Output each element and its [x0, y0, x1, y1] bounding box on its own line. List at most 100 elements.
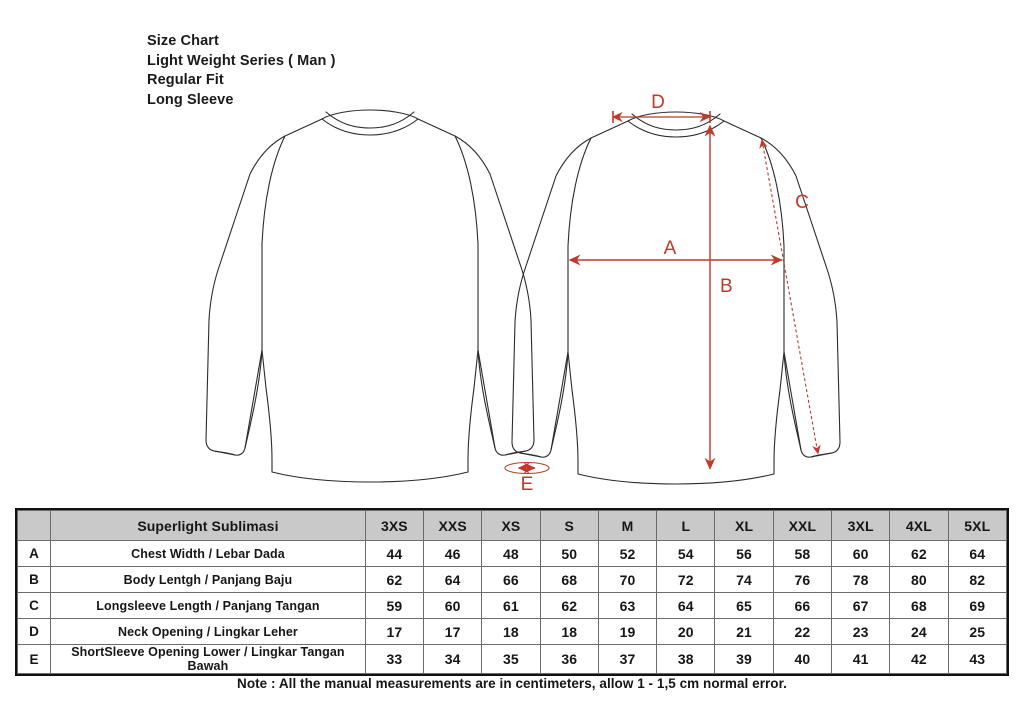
header-size-5xl: 5XL [947, 510, 1008, 541]
dimension-label-c: C [795, 192, 809, 213]
cell-b-xxl: 76 [772, 566, 832, 593]
table-row: B Body Lentgh / Panjang Baju 62 64 66 68… [16, 566, 1008, 593]
cell-e-xxl: 40 [772, 644, 832, 674]
cell-b-xs: 66 [481, 566, 541, 593]
cell-d-l: 20 [656, 618, 716, 645]
cell-d-xl: 21 [714, 618, 774, 645]
header-key-corner [16, 510, 52, 541]
table-header-row: Superlight Sublimasi 3XS XXS XS S M L XL… [16, 510, 1008, 541]
cell-a-3xl: 60 [830, 540, 891, 567]
dimension-a: A [568, 238, 783, 266]
header-product-name: Superlight Sublimasi [50, 510, 366, 541]
title-line-fit: Regular Fit [147, 72, 224, 88]
title-line-size-chart: Size Chart [147, 33, 219, 49]
header-size-xs: XS [481, 510, 541, 541]
cell-c-4xl: 68 [889, 592, 949, 619]
cell-b-m: 70 [597, 566, 658, 593]
dimension-d: D [611, 92, 711, 123]
table-row: C Longsleeve Length / Panjang Tangan 59 … [16, 592, 1008, 619]
cell-b-3xs: 62 [364, 566, 425, 593]
dimension-b: B [704, 124, 733, 470]
header-size-3xs: 3XS [364, 510, 425, 541]
cell-e-xl: 39 [714, 644, 774, 674]
table-row: E ShortSleeve Opening Lower / Lingkar Ta… [16, 644, 1008, 674]
cell-b-5xl: 82 [947, 566, 1008, 593]
cell-b-xl: 74 [714, 566, 774, 593]
row-key-c: C [16, 592, 52, 619]
cell-c-3xl: 67 [830, 592, 891, 619]
cell-c-xs: 61 [481, 592, 541, 619]
cell-a-xl: 56 [714, 540, 774, 567]
cell-a-3xs: 44 [364, 540, 425, 567]
row-desc-a: Chest Width / Lebar Dada [50, 540, 366, 567]
dimension-c: C [759, 138, 821, 455]
cell-d-s: 18 [539, 618, 599, 645]
cell-b-4xl: 80 [889, 566, 949, 593]
measurement-note: Note : All the manual measurements are i… [237, 676, 787, 691]
size-table-container: Superlight Sublimasi 3XS XXS XS S M L XL… [15, 508, 1009, 676]
cell-c-3xs: 59 [364, 592, 425, 619]
cell-d-xs: 18 [481, 618, 541, 645]
cell-e-xs: 35 [481, 644, 541, 674]
cell-e-3xl: 41 [830, 644, 891, 674]
cell-d-xxs: 17 [423, 618, 483, 645]
header-size-l: L [656, 510, 716, 541]
header-size-s: S [539, 510, 599, 541]
garment-diagram: D A B C E [0, 88, 1024, 496]
back-view-garment [205, 109, 535, 483]
header-size-xxs: XXS [423, 510, 483, 541]
cell-a-5xl: 64 [947, 540, 1008, 567]
cell-d-3xs: 17 [364, 618, 425, 645]
cell-d-xxl: 22 [772, 618, 832, 645]
header-size-xl: XL [714, 510, 774, 541]
cell-b-l: 72 [656, 566, 716, 593]
cell-b-xxs: 64 [423, 566, 483, 593]
row-desc-d: Neck Opening / Lingkar Leher [50, 618, 366, 645]
cell-a-xxl: 58 [772, 540, 832, 567]
table-row: D Neck Opening / Lingkar Leher 17 17 18 … [16, 618, 1008, 645]
cell-a-m: 52 [597, 540, 658, 567]
cell-e-s: 36 [539, 644, 599, 674]
cell-b-3xl: 78 [830, 566, 891, 593]
front-view-garment [511, 111, 841, 485]
cell-c-xxs: 60 [423, 592, 483, 619]
cell-e-l: 38 [656, 644, 716, 674]
cell-b-s: 68 [539, 566, 599, 593]
title-line-series: Light Weight Series ( Man ) [147, 52, 336, 69]
header-size-4xl: 4XL [889, 510, 949, 541]
cell-c-xxl: 66 [772, 592, 832, 619]
cell-d-3xl: 23 [830, 618, 891, 645]
dimension-e: E [504, 461, 550, 495]
title-line-sleeve: Long Sleeve [147, 91, 234, 108]
dimension-label-b: B [720, 276, 733, 297]
cell-e-3xs: 33 [364, 644, 425, 674]
row-desc-e: ShortSleeve Opening Lower / Lingkar Tang… [50, 644, 366, 674]
cell-d-5xl: 25 [947, 618, 1008, 645]
title-block: Size Chart Light Weight Series ( Man ) R… [147, 32, 336, 110]
dimension-label-e: E [521, 474, 534, 495]
cell-d-4xl: 24 [889, 618, 949, 645]
cell-a-xs: 48 [481, 540, 541, 567]
dimension-label-d: D [651, 92, 665, 113]
row-desc-b: Body Lentgh / Panjang Baju [50, 566, 366, 593]
dimension-label-a: A [664, 238, 677, 259]
table-row: A Chest Width / Lebar Dada 44 46 48 50 5… [16, 540, 1008, 567]
cell-e-5xl: 43 [947, 644, 1008, 674]
row-key-a: A [16, 540, 52, 567]
cell-a-s: 50 [539, 540, 599, 567]
cell-a-l: 54 [656, 540, 716, 567]
cell-c-5xl: 69 [947, 592, 1008, 619]
header-size-m: M [597, 510, 658, 541]
cell-d-m: 19 [597, 618, 658, 645]
cell-c-s: 62 [539, 592, 599, 619]
cell-e-4xl: 42 [889, 644, 949, 674]
cell-c-xl: 65 [714, 592, 774, 619]
cell-c-m: 63 [597, 592, 658, 619]
header-size-3xl: 3XL [830, 510, 891, 541]
cell-e-xxs: 34 [423, 644, 483, 674]
cell-c-l: 64 [656, 592, 716, 619]
size-chart-table: Superlight Sublimasi 3XS XXS XS S M L XL… [15, 508, 1009, 676]
row-desc-c: Longsleeve Length / Panjang Tangan [50, 592, 366, 619]
header-size-xxl: XXL [772, 510, 832, 541]
cell-a-4xl: 62 [889, 540, 949, 567]
